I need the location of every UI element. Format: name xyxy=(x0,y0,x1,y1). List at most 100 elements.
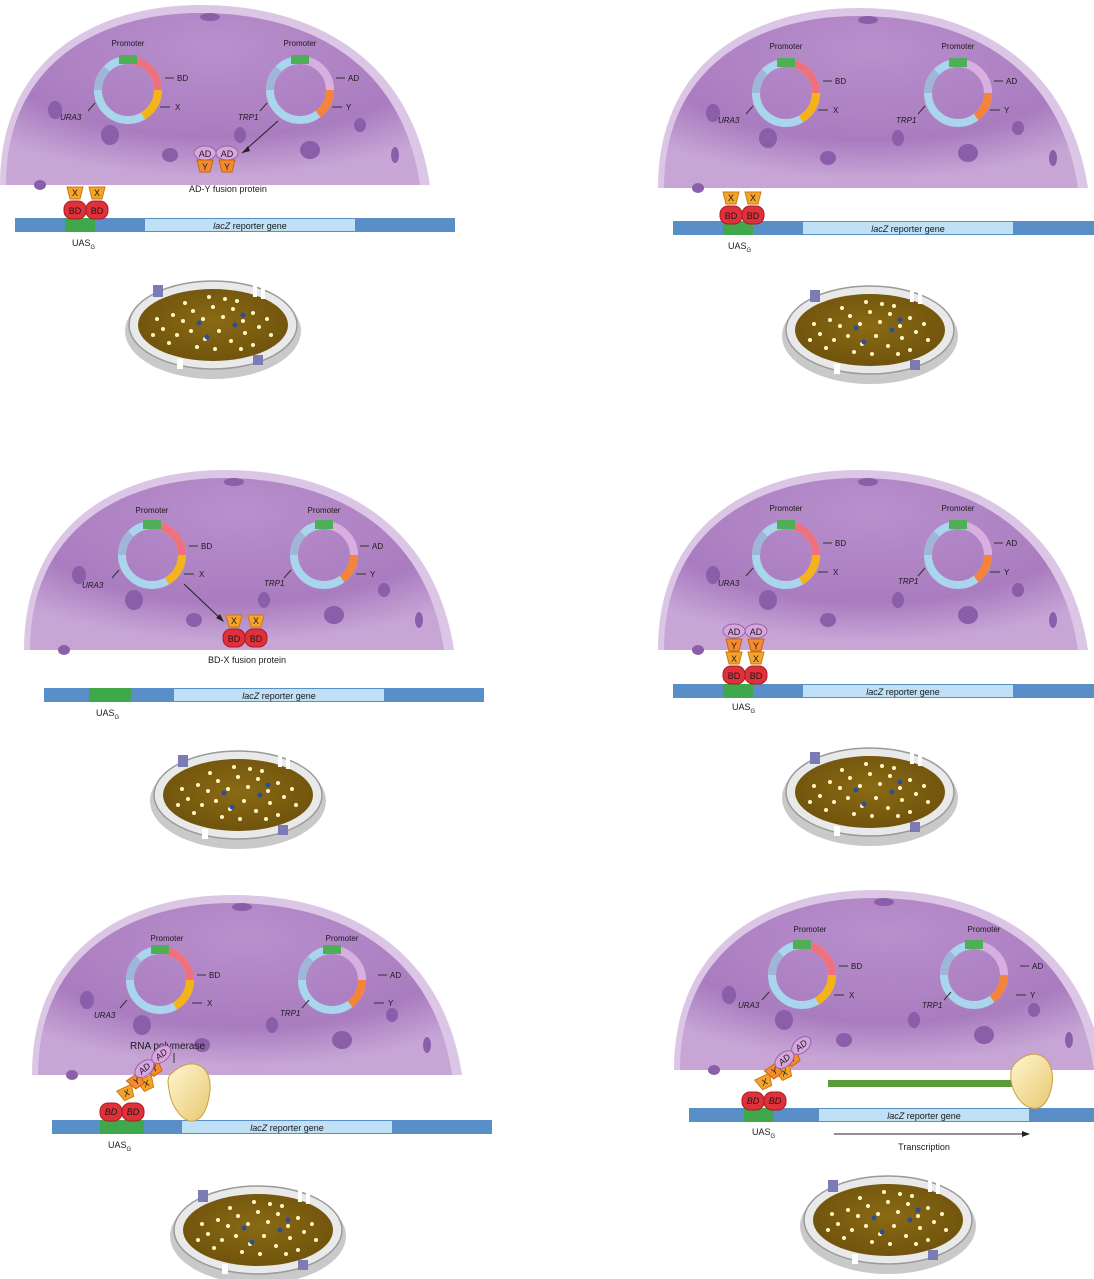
svg-text:Promoter: Promoter xyxy=(770,42,803,51)
svg-text:BD: BD xyxy=(250,634,263,644)
svg-text:X: X xyxy=(728,193,734,203)
svg-text:BD: BD xyxy=(209,971,220,980)
x-label: X xyxy=(175,103,181,112)
svg-text:BD: BD xyxy=(228,634,241,644)
transcription-label: Transcription xyxy=(898,1142,950,1152)
petri-dish-2 xyxy=(782,286,958,384)
svg-text:BD: BD xyxy=(91,206,104,216)
svg-text:URA3: URA3 xyxy=(94,1011,116,1020)
svg-text:TRP1: TRP1 xyxy=(922,1001,942,1010)
svg-text:Y: Y xyxy=(753,641,759,651)
svg-text:URA3: URA3 xyxy=(718,116,740,125)
panel-3: Promoter Promoter BD X URA3 AD Y TRP1 X … xyxy=(22,470,484,721)
svg-text:BD: BD xyxy=(127,1107,140,1117)
svg-text:X: X xyxy=(833,106,839,115)
svg-text:Y: Y xyxy=(202,162,208,172)
svg-text:X: X xyxy=(207,999,213,1008)
svg-text:X: X xyxy=(750,193,756,203)
svg-text:URA3: URA3 xyxy=(82,581,104,590)
svg-text:lacZ reporter gene: lacZ reporter gene xyxy=(250,1123,324,1133)
svg-text:AD: AD xyxy=(750,627,763,637)
svg-text:BD: BD xyxy=(835,539,846,548)
svg-text:BD: BD xyxy=(69,206,82,216)
panel-2: Promoter Promoter BD X URA3 AD Y TRP1 la… xyxy=(656,8,1094,254)
ad-label: AD xyxy=(348,74,359,83)
svg-text:TRP1: TRP1 xyxy=(898,577,918,586)
dna-strand: lacZ reporter gene xyxy=(15,218,455,232)
svg-text:lacZ reporter gene: lacZ reporter gene xyxy=(871,224,945,234)
svg-text:Promoter: Promoter xyxy=(326,934,359,943)
svg-text:lacZ reporter gene: lacZ reporter gene xyxy=(242,691,316,701)
svg-text:Y: Y xyxy=(1004,568,1010,577)
svg-text:AD: AD xyxy=(199,149,212,159)
svg-text:X: X xyxy=(833,568,839,577)
svg-text:BD: BD xyxy=(769,1096,782,1106)
svg-text:BD: BD xyxy=(851,962,862,971)
svg-text:Y: Y xyxy=(370,570,376,579)
ad-y-fusion-label: AD-Y fusion protein xyxy=(189,184,267,194)
petri-dish-5 xyxy=(170,1186,346,1279)
bd-x-fusion-label: BD-X fusion protein xyxy=(208,655,286,665)
svg-text:Y: Y xyxy=(1030,991,1036,1000)
svg-text:Y: Y xyxy=(224,162,230,172)
petri-dish-1 xyxy=(125,281,301,379)
panel-1: Promoter Promoter BD X URA3 AD Y TRP1 AD… xyxy=(0,5,455,251)
svg-text:AD: AD xyxy=(1006,539,1017,548)
svg-text:Promoter: Promoter xyxy=(770,504,803,513)
panel-4: Promoter Promoter BD X URA3 AD Y TRP1 la… xyxy=(656,470,1094,715)
svg-text:AD: AD xyxy=(390,971,401,980)
promoter-label: Promoter xyxy=(112,39,145,48)
svg-text:Promoter: Promoter xyxy=(942,504,975,513)
petri-dish-3 xyxy=(150,751,326,849)
svg-text:Promoter: Promoter xyxy=(942,42,975,51)
svg-text:URA3: URA3 xyxy=(738,1001,760,1010)
svg-text:Promoter: Promoter xyxy=(308,506,341,515)
svg-text:Promoter: Promoter xyxy=(794,925,827,934)
svg-text:AD: AD xyxy=(728,627,741,637)
svg-text:BD: BD xyxy=(835,77,846,86)
yeast-cell xyxy=(656,8,1094,243)
svg-text:lacZ reporter gene: lacZ reporter gene xyxy=(866,687,940,697)
svg-text:X: X xyxy=(199,570,205,579)
svg-text:AD: AD xyxy=(1032,962,1043,971)
svg-text:Promoter: Promoter xyxy=(151,934,184,943)
svg-text:AD: AD xyxy=(221,149,234,159)
svg-text:lacZ reporter gene: lacZ reporter gene xyxy=(887,1111,961,1121)
svg-text:TRP1: TRP1 xyxy=(896,116,916,125)
svg-text:X: X xyxy=(253,616,259,626)
ura3-label: URA3 xyxy=(60,113,82,122)
mrna-transcript xyxy=(828,1080,1024,1087)
svg-text:AD: AD xyxy=(1006,77,1017,86)
svg-text:BD: BD xyxy=(747,211,760,221)
svg-text:Y: Y xyxy=(731,641,737,651)
svg-text:X: X xyxy=(731,654,737,664)
svg-text:UASG: UASG xyxy=(752,1127,776,1140)
svg-text:Promoter: Promoter xyxy=(136,506,169,515)
svg-text:UASG: UASG xyxy=(96,708,120,721)
trp1-label: TRP1 xyxy=(238,113,258,122)
panel-5: Promoter Promoter BD X URA3 AD Y TRP1 RN… xyxy=(30,895,492,1153)
svg-text:X: X xyxy=(231,616,237,626)
svg-text:BD: BD xyxy=(750,671,763,681)
svg-text:TRP1: TRP1 xyxy=(280,1009,300,1018)
panel-6: Promoter Promoter BD X URA3 AD Y TRP1 la… xyxy=(672,890,1094,1152)
svg-text:BD: BD xyxy=(725,211,738,221)
svg-text:BD: BD xyxy=(728,671,741,681)
svg-text:X: X xyxy=(72,188,78,198)
svg-text:BD: BD xyxy=(201,542,212,551)
petri-dish-4 xyxy=(782,748,958,846)
svg-text:Y: Y xyxy=(1004,106,1010,115)
svg-text:Promoter: Promoter xyxy=(968,925,1001,934)
svg-text:X: X xyxy=(849,991,855,1000)
petri-dish-6 xyxy=(800,1176,976,1274)
svg-text:UASG: UASG xyxy=(108,1140,132,1153)
svg-text:lacZ reporter gene: lacZ reporter gene xyxy=(213,221,287,231)
svg-text:X: X xyxy=(94,188,100,198)
svg-text:BD: BD xyxy=(105,1107,118,1117)
svg-text:AD: AD xyxy=(372,542,383,551)
svg-text:Y: Y xyxy=(388,999,394,1008)
svg-text:BD: BD xyxy=(747,1096,760,1106)
promoter-label: Promoter xyxy=(284,39,317,48)
svg-text:URA3: URA3 xyxy=(718,579,740,588)
